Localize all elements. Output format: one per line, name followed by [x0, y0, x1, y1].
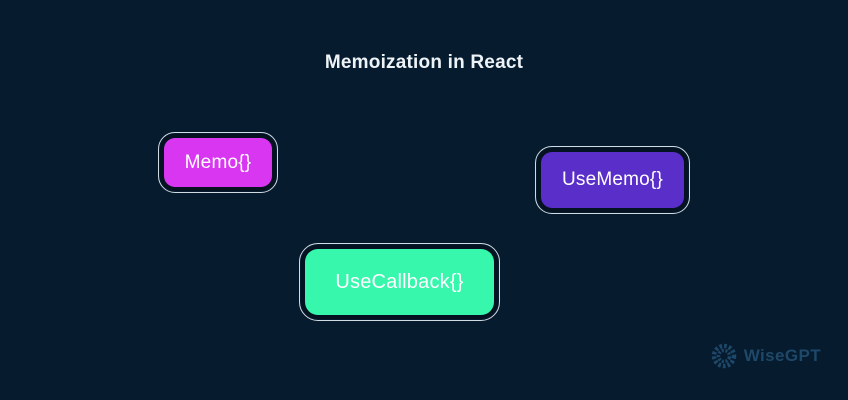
diagram-title: Memoization in React [324, 52, 524, 73]
wisegpt-logo-icon [710, 342, 738, 370]
node-usememo: UseMemo{} [541, 152, 684, 208]
node-usememo-outline: UseMemo{} [535, 146, 690, 214]
brand-name: WiseGPT [743, 346, 821, 365]
node-memo-outline: Memo{} [158, 132, 278, 193]
node-usecallback: UseCallback{} [305, 249, 494, 315]
node-memo: Memo{} [164, 138, 272, 187]
node-usecallback-outline: UseCallback{} [299, 243, 500, 321]
brand-watermark: WiseGPT [710, 342, 821, 370]
